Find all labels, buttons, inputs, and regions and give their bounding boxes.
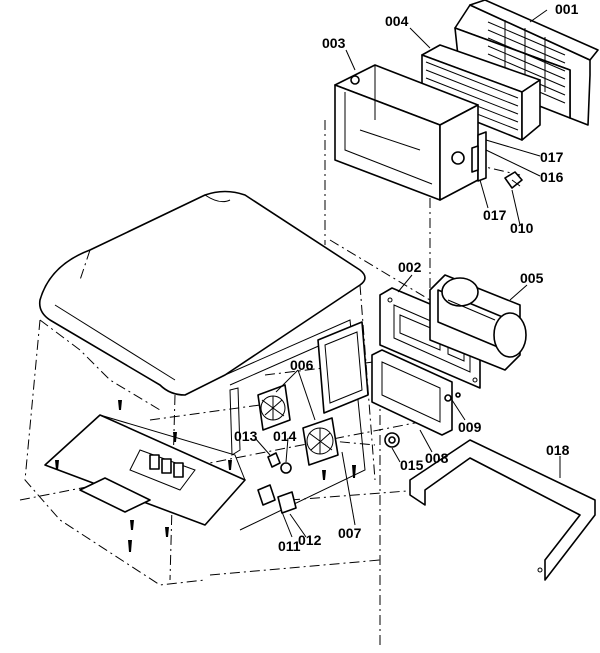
callout-015: 015 — [400, 457, 424, 473]
fittings-009-015 — [384, 392, 461, 448]
housing-box-part-003 — [334, 64, 479, 201]
gasket-part-008 — [371, 349, 453, 436]
callout-017-upper: 017 — [540, 149, 564, 165]
callout-006: 006 — [290, 357, 314, 373]
blower-part-005 — [429, 274, 527, 371]
filter-part-004 — [421, 44, 541, 141]
handle-bracket-part-018 — [409, 439, 596, 581]
callout-001: 001 — [555, 1, 579, 17]
callout-010: 010 — [510, 220, 534, 236]
callout-003: 003 — [322, 35, 346, 51]
callout-002: 002 — [398, 259, 422, 275]
callout-009: 009 — [458, 419, 482, 435]
callout-004: 004 — [385, 13, 409, 29]
callout-018: 018 — [546, 442, 570, 458]
callout-labels: 001 002 003 004 005 006 007 008 009 010 … — [234, 1, 579, 554]
callout-011: 011 — [278, 538, 301, 554]
switch-parts-016-017-010 — [471, 131, 523, 189]
callout-014: 014 — [273, 428, 297, 444]
callout-016: 016 — [540, 169, 564, 185]
callout-012: 012 — [298, 532, 322, 548]
console-bolts — [55, 400, 232, 552]
callout-008: 008 — [425, 450, 449, 466]
main-enclosure — [24, 190, 376, 586]
callout-007: 007 — [338, 525, 362, 541]
leader-lines — [254, 9, 561, 538]
callout-005: 005 — [520, 270, 544, 286]
callout-013: 013 — [234, 428, 258, 444]
fans-part-006 — [257, 384, 339, 466]
callout-017-lower: 017 — [483, 207, 507, 223]
small-fittings-011-014 — [257, 452, 356, 514]
